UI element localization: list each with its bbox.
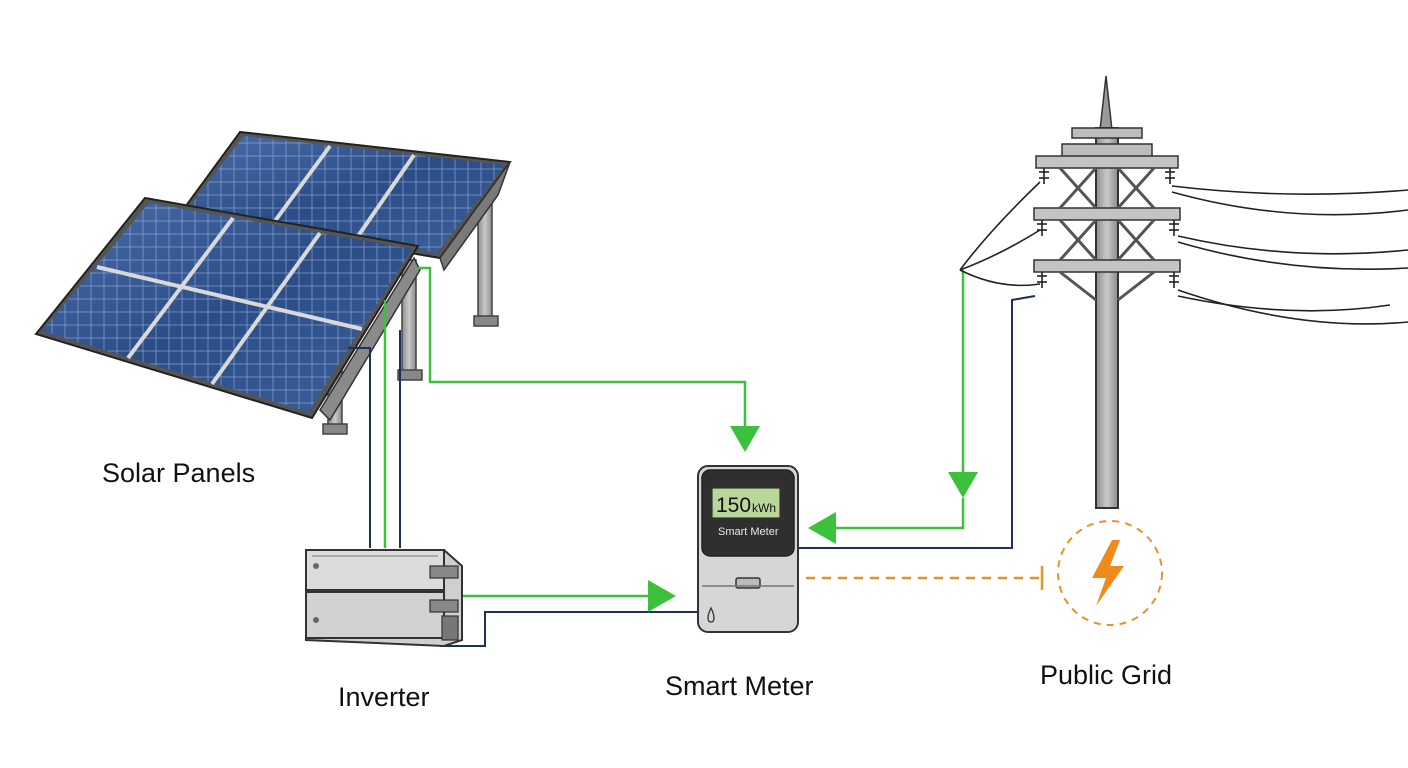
meter-screen-label: Smart Meter — [718, 526, 779, 538]
meter-seal-icon — [707, 606, 715, 623]
meter-unit: kWh — [752, 501, 776, 515]
solar-panels-label: Solar Panels — [102, 458, 256, 488]
lightning-bolt-icon — [1092, 540, 1124, 606]
meter-reading: 150 — [716, 494, 751, 517]
arrow-down-to-meter — [730, 426, 760, 452]
inverter — [305, 549, 463, 648]
solar-panels — [34, 130, 512, 435]
inverter-label: Inverter — [338, 682, 430, 712]
arrow-down-from-grid — [948, 472, 978, 498]
arrow-to-meter-from-inverter — [648, 580, 676, 612]
front-panel-array — [34, 196, 420, 420]
public-grid-label: Public Grid — [1040, 660, 1173, 690]
utility-pole — [959, 75, 1408, 509]
smart-meter-label: Smart Meter — [665, 671, 814, 701]
public-grid-symbol — [1057, 520, 1163, 626]
smart-meter: 150 kWh Smart Meter — [697, 465, 799, 633]
arrow-to-meter-from-grid — [808, 512, 836, 544]
flow-arrows — [648, 426, 978, 612]
